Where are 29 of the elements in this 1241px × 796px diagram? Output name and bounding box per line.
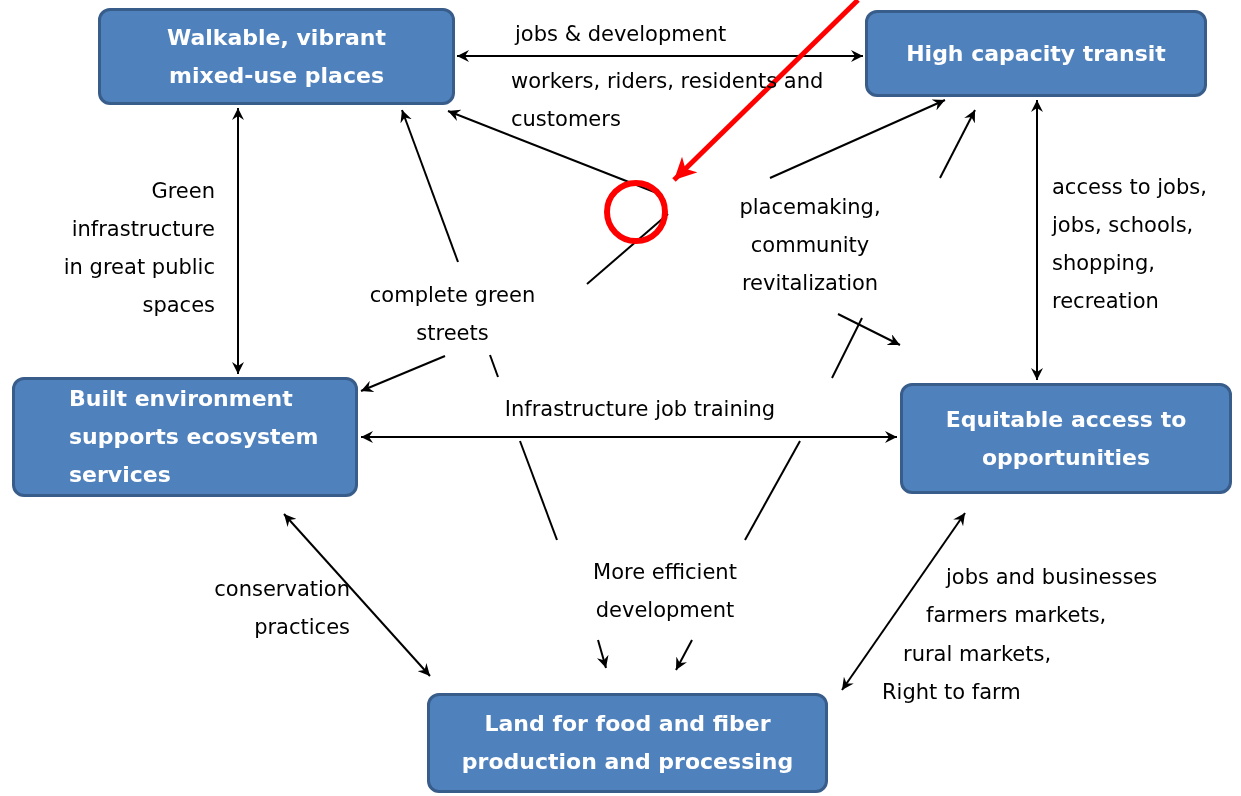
concept-text: complete green streets — [335, 276, 570, 352]
arrow — [360, 355, 446, 392]
process-box: Equitable access to opportunities — [900, 383, 1232, 494]
arrow — [283, 513, 431, 677]
arrow — [232, 107, 244, 375]
arrow — [841, 512, 966, 691]
annotation-text: jobs and businesses — [946, 564, 1159, 591]
annotation-text: Right to farm — [882, 679, 1022, 706]
concept-text: placemaking, community revitalization — [688, 188, 932, 302]
annotation-text: rural markets, — [903, 641, 1053, 668]
arrow — [360, 431, 898, 443]
process-box: Built environment supports ecosystem services — [12, 377, 358, 497]
process-box: High capacity transit — [865, 10, 1207, 97]
concept-text: Infrastructure job training — [470, 390, 810, 428]
concept-text: More efficient development — [550, 553, 780, 629]
arrow — [400, 109, 459, 263]
process-box: Land for food and fiber production and processing — [427, 693, 828, 793]
process-box: Walkable, vibrant mixed-use places — [98, 8, 455, 105]
annotation-text: conservation practices — [213, 576, 350, 641]
arrow — [769, 99, 946, 179]
annotation-text: farmers markets, — [926, 602, 1108, 629]
arrow — [456, 50, 864, 62]
arrow — [837, 313, 901, 346]
arrow — [1031, 99, 1043, 381]
arrow — [596, 639, 609, 669]
annotation-text: Green infrastructure in great public spaces — [62, 178, 215, 319]
annotation-text: access to jobs, jobs, schools, shopping, recreation — [1052, 174, 1208, 315]
arrow — [675, 639, 693, 671]
arrow — [939, 109, 976, 179]
